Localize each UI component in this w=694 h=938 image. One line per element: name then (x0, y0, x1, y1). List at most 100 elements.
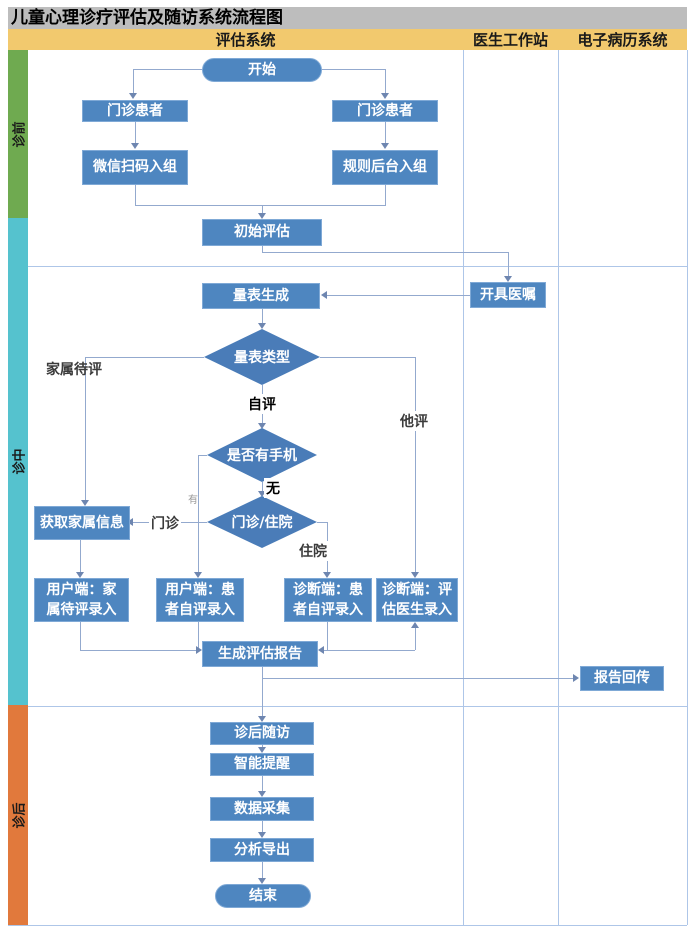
get-family-info-node: 获取家属信息 (34, 506, 130, 540)
client-patient-entry-node: 用户端：患 者自评录入 (156, 578, 244, 622)
connector-line (80, 622, 81, 650)
header-band (8, 29, 687, 50)
arrowhead (258, 832, 266, 838)
lane-in-visit-label: 诊中 (12, 448, 28, 475)
connector-line (133, 69, 134, 95)
arrowhead (411, 622, 419, 628)
connector-line (262, 862, 263, 881)
diagnosis-doctor-entry-node: 诊断端：评 估医生录入 (376, 578, 458, 622)
start-node: 开始 (202, 58, 322, 82)
arrowhead (194, 572, 202, 578)
connector-line (385, 122, 386, 146)
rule-enroll-node: 规则后台入组 (332, 150, 438, 185)
arrowhead (321, 291, 327, 299)
connector-line (85, 357, 86, 503)
edge-label-inpatient: 住院 (297, 541, 329, 561)
connector-line (262, 309, 263, 326)
arrowhead (323, 572, 331, 578)
arrowhead (131, 143, 139, 149)
data-collection-node: 数据采集 (210, 797, 314, 821)
wechat-enroll-node: 微信扫码入组 (82, 150, 188, 185)
connector-line (508, 252, 509, 279)
diagnosis-patient-entry-node: 诊断端：患 者自评录入 (284, 578, 372, 622)
connector-line (415, 357, 416, 575)
lane-post-visit: 诊后 (8, 705, 28, 925)
connector-line (322, 650, 415, 651)
connector-line (135, 205, 386, 206)
report-return-node: 报告回传 (580, 666, 664, 691)
connector-line (262, 482, 263, 494)
connector-line (385, 185, 386, 205)
connector-line (322, 69, 385, 70)
arrowhead (318, 646, 324, 654)
arrowhead (258, 323, 266, 329)
connector-line (320, 357, 415, 358)
connector-line (262, 246, 263, 252)
arrowhead (129, 93, 137, 99)
connector-line (80, 540, 81, 575)
right-border (687, 50, 688, 925)
issue-order-node: 开具医嘱 (470, 282, 546, 308)
analysis-export-node: 分析导出 (210, 838, 314, 862)
arrowhead (258, 491, 266, 497)
smart-reminder-node: 智能提醒 (210, 753, 314, 776)
arrowhead (381, 143, 389, 149)
connector-line (133, 69, 203, 70)
connector-line (327, 622, 328, 650)
edge-label-no: 无 (264, 478, 282, 498)
column-header-assessment-system: 评估系统 (215, 31, 276, 49)
column-divider (463, 50, 464, 925)
arrowhead (127, 518, 133, 526)
edge-label-yes: 有 (188, 495, 198, 506)
edge-label-outpatient: 门诊 (149, 513, 181, 533)
connector-line (325, 295, 470, 296)
connector-line (80, 650, 198, 651)
arrowhead (381, 93, 389, 99)
connector-line (198, 622, 199, 650)
arrowhead (573, 674, 579, 682)
edge-label-other-eval: 他评 (398, 411, 430, 431)
connector-line (135, 185, 136, 205)
arrowhead (81, 500, 89, 506)
scale-generation-node: 量表生成 (202, 283, 320, 309)
connector-line (262, 205, 263, 216)
connector-line (262, 252, 508, 253)
connector-line (415, 626, 416, 650)
arrowhead (196, 646, 202, 654)
page-title: 儿童心理诊疗评估及随访系统流程图 (8, 7, 687, 29)
bottom-border (8, 925, 687, 926)
client-family-entry-node: 用户端：家 属待评录入 (34, 578, 129, 622)
lane-divider (28, 266, 687, 267)
arrowhead (258, 878, 266, 884)
outpatient-left-node: 门诊患者 (82, 100, 188, 122)
connector-line (262, 678, 577, 679)
arrowhead (504, 276, 512, 282)
outpatient-right-node: 门诊患者 (332, 100, 438, 122)
column-header-doctor-workstation: 医生工作站 (472, 31, 548, 49)
connector-line (262, 821, 263, 835)
connector-line (385, 69, 386, 95)
has-phone-decision: 是否有手机 (207, 428, 317, 482)
arrowhead (258, 213, 266, 219)
connector-line (262, 776, 263, 794)
end-node: 结束 (215, 884, 311, 908)
post-followup-node: 诊后随访 (210, 722, 314, 745)
connector-line (135, 122, 136, 146)
column-divider (558, 50, 559, 925)
arrowhead (258, 747, 266, 753)
arrowhead (258, 716, 266, 722)
connector-line (198, 455, 199, 575)
arrowhead (411, 572, 419, 578)
arrowhead (258, 423, 266, 429)
generate-report-node: 生成评估报告 (202, 641, 318, 667)
lane-pre-visit-label: 诊前 (12, 120, 28, 148)
edge-label-family-pending: 家属待评 (46, 362, 102, 378)
connector-line (85, 357, 204, 358)
arrowhead (76, 572, 84, 578)
lane-pre-visit: 诊前 (8, 50, 28, 218)
lane-in-visit: 诊中 (8, 218, 28, 705)
lane-divider (28, 706, 687, 707)
scale-type-decision: 量表类型 (204, 329, 320, 385)
lane-post-visit-label: 诊后 (12, 801, 28, 829)
